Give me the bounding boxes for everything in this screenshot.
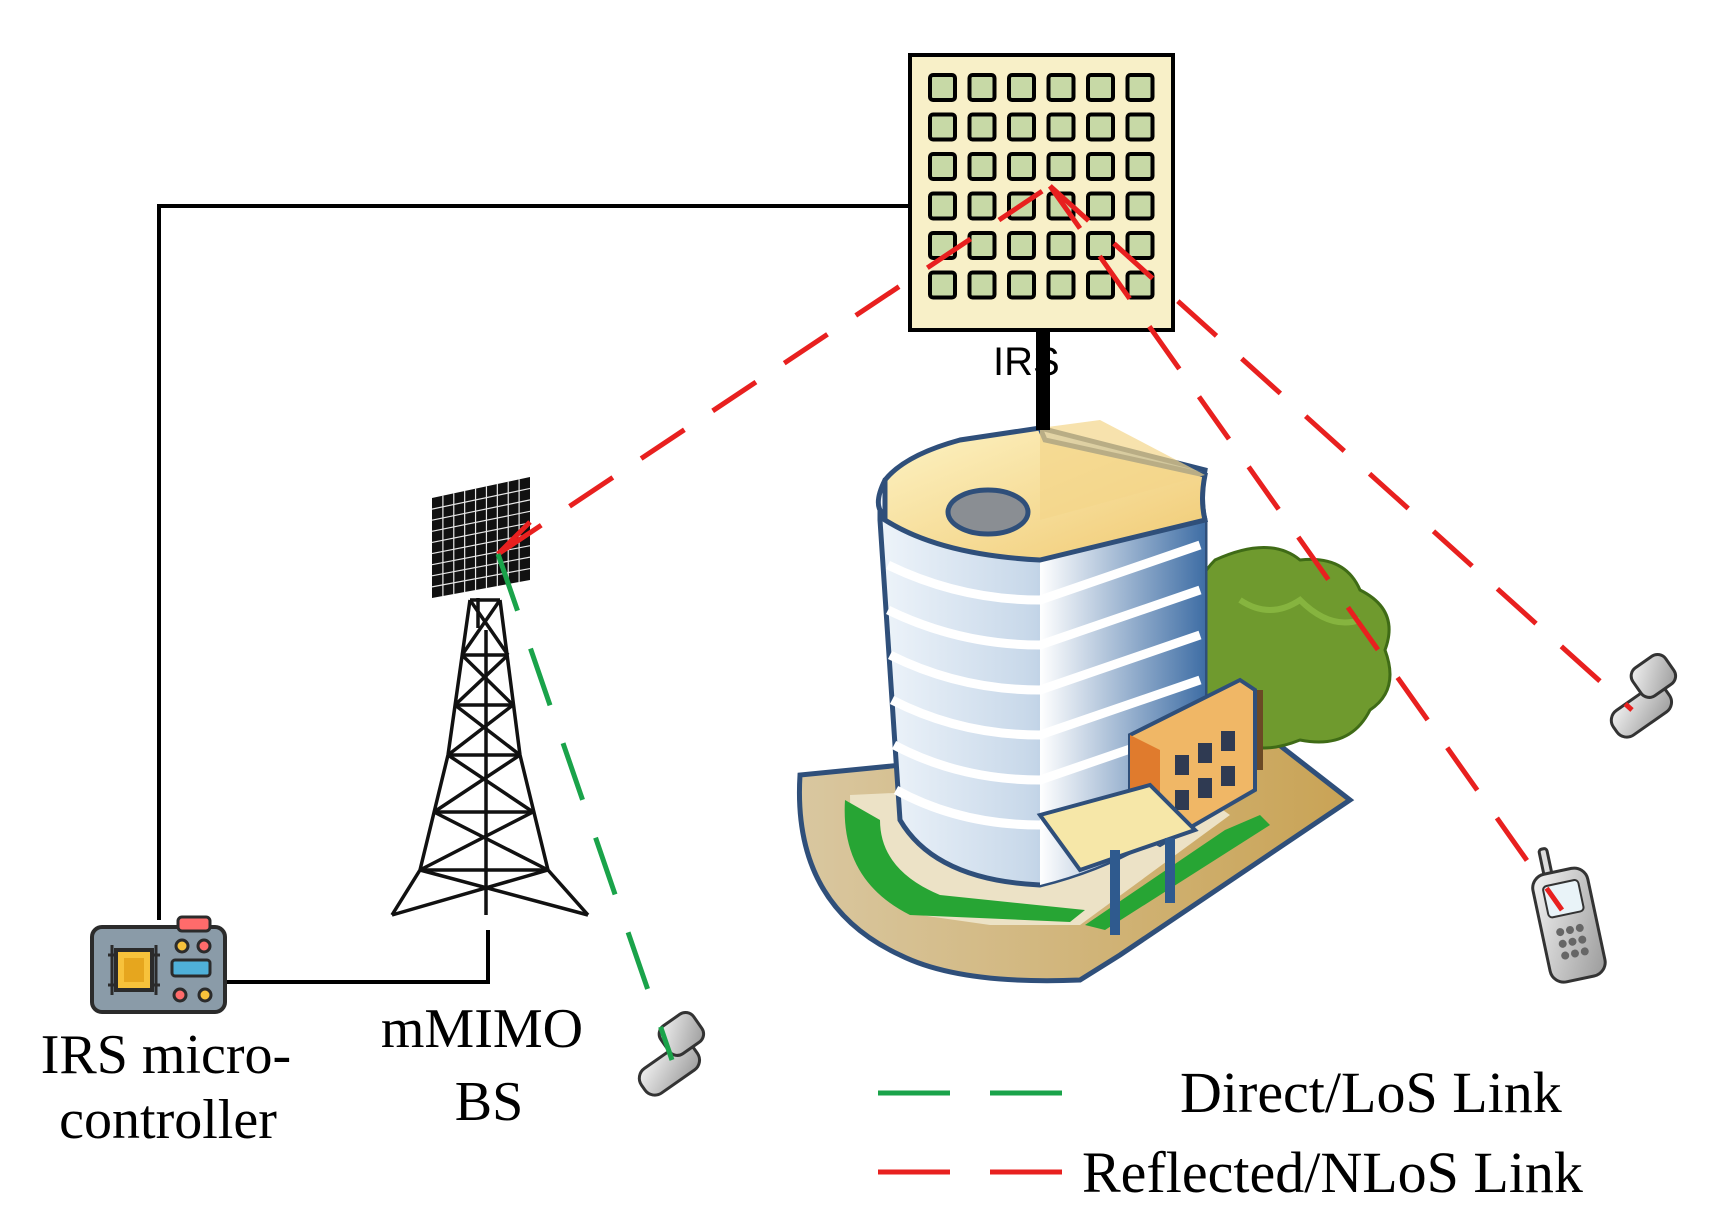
irs-element — [928, 191, 957, 221]
bs-array-line — [431, 499, 531, 521]
microcontroller-icon — [90, 915, 227, 1014]
bs-array-line — [431, 556, 531, 577]
control-wiring — [157, 204, 910, 984]
controller-to-irs-wire — [157, 204, 910, 920]
irs-panel-icon — [908, 53, 1175, 332]
irs-element — [1125, 270, 1155, 300]
irs-element — [1046, 112, 1076, 142]
irs-element — [967, 73, 997, 102]
irs-pole — [1036, 330, 1050, 430]
svg-text:mMIMO BS: mMIMO BS — [381, 998, 597, 1133]
legend-reflected-label: Reflected/NLoS Link — [1082, 1140, 1583, 1205]
irs-element — [1086, 191, 1115, 221]
irs-element — [1046, 73, 1076, 102]
irs-element — [1007, 270, 1036, 300]
irs-element-grid — [928, 73, 1155, 300]
irs-element — [1086, 152, 1115, 181]
irs-element — [928, 270, 957, 300]
irs-element — [1125, 152, 1155, 181]
irs-element — [1086, 112, 1115, 142]
bs-tower-icon — [390, 477, 590, 917]
irs-element — [1125, 112, 1155, 142]
irs-element — [1046, 270, 1076, 300]
building-icon — [796, 420, 1392, 984]
irs-element — [1007, 152, 1036, 181]
bs-array-line — [431, 487, 531, 510]
legend-direct-label: Direct/LoS Link — [1180, 1060, 1562, 1125]
controller-label-line1: IRS micro- — [41, 1024, 291, 1086]
flip-phone-icon — [1609, 652, 1678, 739]
irs-element — [967, 270, 997, 300]
irs-element — [1086, 73, 1115, 102]
irs-element — [928, 112, 957, 142]
irs-element — [1125, 231, 1155, 260]
legend: Direct/LoS Link Reflected/NLoS Link — [878, 1060, 1583, 1205]
irs-element — [967, 191, 997, 221]
reflected-links — [496, 183, 1634, 912]
direct-links — [495, 553, 675, 1061]
svg-text:IRS micro- controller: IRS micro- controller — [41, 1024, 305, 1151]
irs-element — [1125, 191, 1155, 221]
bs-label-line2: BS — [455, 1071, 524, 1133]
irs-label: IRS — [993, 340, 1060, 384]
reflected-link-bs-to-irs — [496, 183, 1052, 557]
reflected-link-irs-to-phone-1 — [1048, 184, 1634, 712]
irs-element — [1046, 231, 1076, 260]
irs-element — [928, 73, 957, 102]
irs-element — [1007, 112, 1036, 142]
irs-element — [1086, 231, 1115, 260]
controller-to-bs-wire — [225, 930, 490, 984]
irs-element — [1007, 73, 1036, 102]
irs-element — [1046, 152, 1076, 181]
irs-element — [967, 112, 997, 142]
direct-link-bs-to-phone — [495, 553, 675, 1061]
mobile-phone-icon — [1531, 847, 1607, 984]
bs-label-line1: mMIMO — [381, 998, 583, 1060]
irs-element — [967, 231, 997, 260]
bs-array-line — [431, 545, 531, 566]
irs-element — [1007, 231, 1036, 260]
reflected-link-irs-entry — [496, 520, 532, 556]
reflected-link-irs-to-phone-2 — [1047, 184, 1565, 912]
irs-element — [967, 152, 997, 181]
flip-phone-icon — [637, 1010, 706, 1097]
irs-element — [1125, 73, 1155, 102]
controller-label-line2: controller — [59, 1089, 277, 1151]
bs-array-line — [431, 522, 531, 544]
irs-element — [928, 152, 957, 181]
bs-array-line — [431, 567, 531, 588]
bs-array-line — [431, 510, 531, 532]
irs-element — [1086, 270, 1115, 300]
